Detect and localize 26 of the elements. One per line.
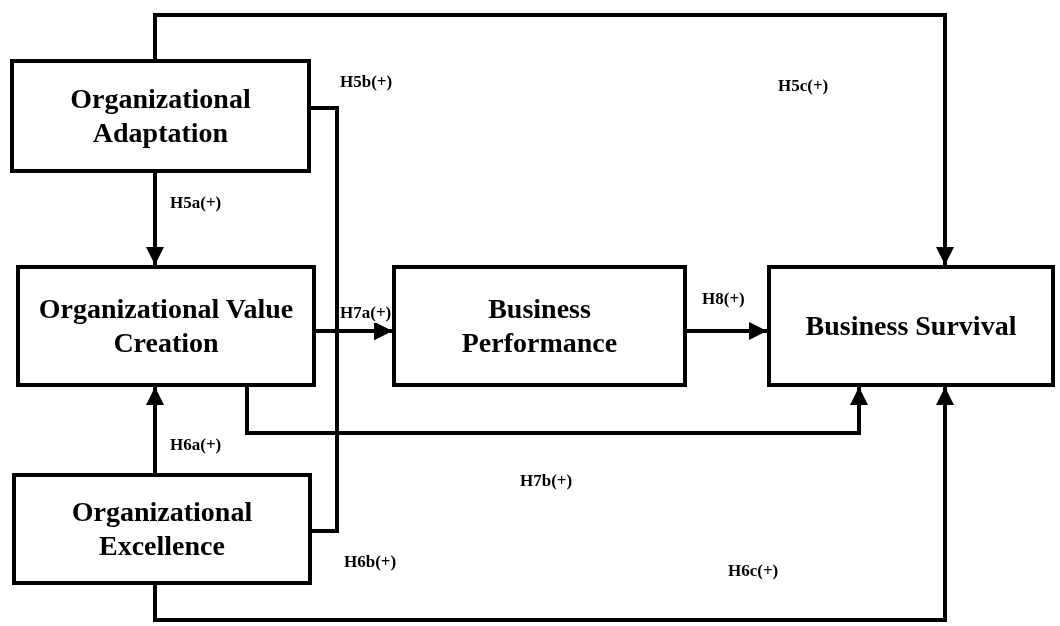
edge-label: H7b(+)	[520, 471, 573, 491]
arrow	[153, 13, 954, 265]
edge-label: H5b(+)	[340, 72, 393, 92]
construct-box	[10, 59, 311, 173]
edge-label: H5a(+)	[170, 193, 222, 213]
arrow	[146, 387, 164, 473]
construct-label: Organizational Excellence	[70, 495, 254, 563]
arrow	[687, 322, 767, 340]
arrow	[153, 387, 954, 622]
edge-label: H5c(+)	[778, 76, 829, 96]
arrow	[245, 387, 868, 435]
construct-label: Business Survival	[805, 309, 1017, 343]
construct-label: Organizational Value Creation	[37, 292, 295, 360]
edge-label: H8(+)	[702, 289, 745, 309]
edge-label: H6a(+)	[170, 435, 222, 455]
edge-label: H6c(+)	[728, 561, 779, 581]
arrow	[312, 322, 392, 533]
construct-box	[12, 473, 312, 585]
construct-box	[392, 265, 687, 387]
edge-label: H7a(+)	[340, 303, 392, 323]
edge-label: H6b(+)	[344, 552, 397, 572]
arrow	[146, 173, 164, 265]
construct-box	[16, 265, 316, 387]
construct-box	[767, 265, 1055, 387]
construct-label: Business Performance	[460, 292, 619, 360]
construct-label: Organizational Adaptation	[69, 82, 252, 150]
